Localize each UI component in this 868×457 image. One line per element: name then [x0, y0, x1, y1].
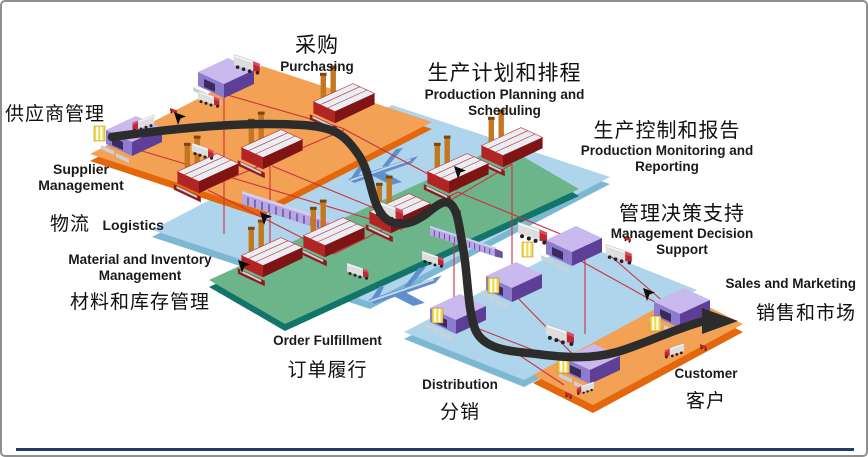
label-customer: Customer 客户	[674, 366, 738, 412]
label-supplier-management-en: Supplier Management	[38, 161, 124, 194]
label-purchasing: 采购 Purchasing	[280, 33, 354, 74]
label-production-monitoring: 生产控制和报告 Production Monitoring and Report…	[580, 120, 754, 174]
label-order-fulfillment: Order Fulfillment 订单履行	[273, 333, 382, 381]
supply-route-path	[107, 119, 709, 362]
label-production-planning: 生产计划和排程 Production Planning and Scheduli…	[424, 61, 585, 118]
pallet-stack-icon	[431, 307, 444, 324]
bottom-rule	[16, 448, 854, 451]
label-distribution: Distribution 分销	[422, 377, 498, 423]
label-sales-marketing: Sales and Marketing 销售和市场	[725, 276, 856, 324]
pallet-stack-icon	[649, 315, 662, 332]
pallet-stack-icon	[487, 277, 500, 294]
label-decision-support: 管理决策支持 Management Decision Support	[610, 203, 754, 257]
distribution-platform	[404, 242, 697, 387]
truck-icon	[517, 221, 548, 246]
route-arrowhead-icon	[702, 308, 738, 334]
production-platform	[209, 145, 579, 331]
label-material-inventory: Material and Inventory Management 材料和库存管…	[68, 252, 212, 314]
pallet-stack-icon	[521, 241, 534, 258]
pallet-stack-icon	[93, 125, 106, 142]
label-logistics: 物流 Logistics	[50, 214, 164, 235]
label-supplier-management-zh: 供应商管理	[5, 104, 106, 125]
